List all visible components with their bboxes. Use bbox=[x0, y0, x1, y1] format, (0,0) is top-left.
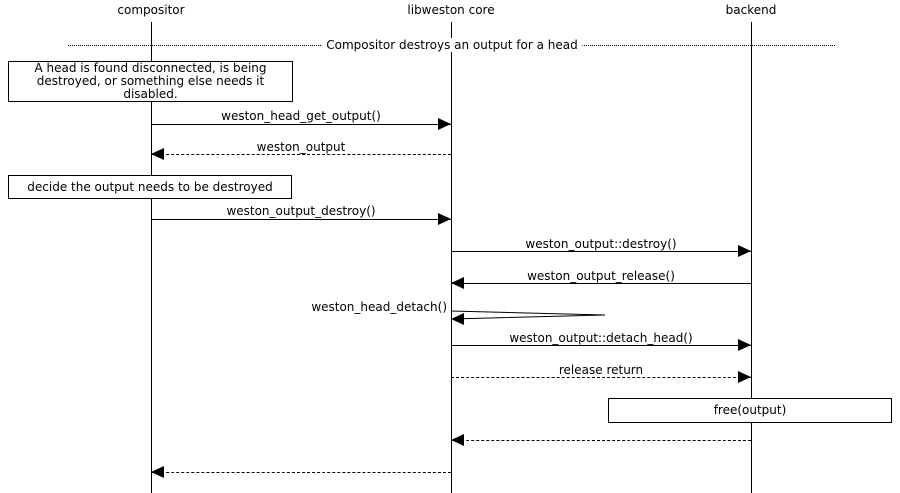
msg-backend-return-arrowhead bbox=[451, 434, 464, 446]
msg-weston-output-release-arrowhead bbox=[451, 277, 464, 289]
lifeline-header-compositor: compositor bbox=[117, 3, 185, 17]
msg-release-return-label: release return bbox=[558, 363, 644, 377]
msg-backend-return-line bbox=[451, 440, 751, 441]
msg-weston-output-destroy-label: weston_output_destroy() bbox=[226, 204, 376, 218]
msg-weston-head-get-output-arrowhead bbox=[438, 118, 451, 130]
msg-release-return-arrowhead bbox=[738, 371, 751, 383]
msg-weston-output-destroy-cb-label: weston_output::destroy() bbox=[525, 237, 677, 251]
msg-weston-output-release-line bbox=[451, 283, 751, 284]
lifeline-header-libweston-core: libweston core bbox=[407, 3, 495, 17]
note-head-disconnected: A head is found disconnected, is being d… bbox=[8, 61, 293, 102]
msg-weston-output-detach-head-line bbox=[451, 345, 751, 346]
note-decide-destroy: decide the output needs to be destroyed bbox=[8, 175, 292, 199]
msg-weston-output-return-line bbox=[151, 154, 451, 155]
msg-weston-output-return-arrowhead bbox=[151, 148, 164, 160]
msg-weston-output-detach-head-label: weston_output::detach_head() bbox=[509, 331, 693, 345]
msg-weston-head-get-output-label: weston_head_get_output() bbox=[221, 109, 381, 123]
msg-core-return-arrowhead bbox=[151, 466, 164, 478]
msg-weston-output-detach-head-arrowhead bbox=[738, 339, 751, 351]
scenario-separator-label: Compositor destroys an output for a head bbox=[322, 38, 582, 52]
msg-release-return-line bbox=[451, 377, 751, 378]
msg-weston-head-detach-loop-shape bbox=[450, 310, 606, 320]
note-free-output: free(output) bbox=[608, 398, 892, 423]
lifeline-line-libweston-core bbox=[451, 22, 452, 493]
msg-weston-output-release-label: weston_output_release() bbox=[527, 269, 675, 283]
msg-weston-head-get-output-line bbox=[151, 124, 451, 125]
msg-weston-output-destroy-cb-line bbox=[451, 251, 751, 252]
msg-weston-head-detach-loop bbox=[450, 309, 606, 325]
msg-weston-output-destroy-arrowhead bbox=[438, 213, 451, 225]
msg-weston-head-detach-arrowhead bbox=[451, 313, 464, 325]
msg-weston-output-destroy-cb-arrowhead bbox=[738, 245, 751, 257]
msg-weston-head-detach-label: weston_head_detach() bbox=[311, 300, 447, 314]
msg-core-return-line bbox=[151, 472, 451, 473]
lifeline-line-compositor bbox=[151, 22, 152, 493]
lifeline-header-backend: backend bbox=[725, 3, 777, 17]
msg-weston-output-destroy-line bbox=[151, 219, 451, 220]
lifeline-line-backend bbox=[751, 22, 752, 493]
msg-weston-output-return-label: weston_output bbox=[256, 140, 346, 154]
